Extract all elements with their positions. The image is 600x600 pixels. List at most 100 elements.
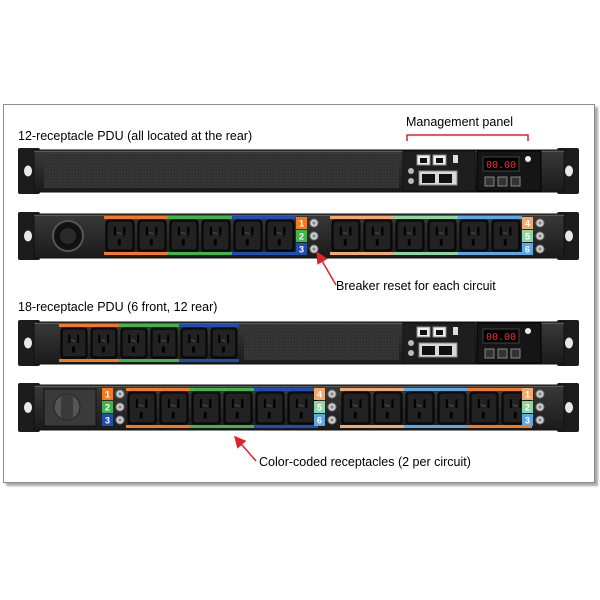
outlet-detail: [471, 231, 476, 235]
circuit-label: [522, 243, 533, 255]
color-band-bottom: [59, 359, 89, 362]
breaker-reset-core: [538, 221, 542, 225]
circuit-label: [296, 230, 307, 242]
color-band-top: [362, 216, 394, 219]
circuit-number: 3: [299, 245, 304, 255]
receptacle: [105, 219, 135, 252]
outlet-slot: [145, 226, 148, 236]
color-band-bottom: [362, 252, 394, 255]
outlet-slot: [353, 411, 357, 419]
rj45-slot: [436, 158, 443, 163]
breaker-reset-core: [118, 405, 122, 409]
color-band-top: [468, 388, 500, 391]
circuit-number: 2: [525, 403, 530, 413]
receptacle: [120, 327, 148, 359]
outlet-detail: [171, 404, 176, 407]
outlet-slot: [509, 399, 512, 408]
outlet-slot: [445, 399, 448, 408]
outlet-detail: [203, 404, 208, 407]
color-band-bottom: [458, 252, 490, 255]
color-band-top: [190, 388, 222, 391]
circuit-label: [522, 401, 533, 413]
outlet-slot: [227, 334, 230, 343]
display-readout: 00.00: [486, 160, 516, 171]
nav-button: [510, 176, 521, 187]
outlet-slot: [199, 399, 202, 408]
breaker-reset-core: [538, 392, 542, 396]
outlet-slot: [77, 334, 80, 343]
color-band-top: [404, 388, 436, 391]
circuit-number: 4: [317, 390, 322, 400]
outlet-slot: [149, 239, 153, 246]
ear-hole-right: [565, 165, 573, 177]
receptacle: [491, 219, 521, 252]
outlet-slot: [343, 239, 347, 246]
receptacle: [373, 391, 403, 425]
ethernet-port: [439, 174, 452, 183]
receptacle: [287, 391, 317, 425]
outlet-slot: [155, 226, 158, 236]
outlet-slot: [305, 399, 308, 408]
color-band-bottom: [89, 359, 119, 362]
outlet-detail: [513, 404, 518, 407]
circuit-label: [314, 388, 325, 400]
receptacle: [265, 219, 295, 252]
outlet-slot: [481, 411, 485, 419]
outlet-slot: [161, 346, 165, 353]
breaker-reset-core: [312, 247, 316, 251]
outlet-slot: [423, 399, 426, 408]
receptacle: [255, 391, 285, 425]
vent-panel: [44, 154, 399, 188]
outlet-slot: [107, 334, 110, 343]
circuit-number: 1: [105, 390, 110, 400]
color-band-bottom: [222, 425, 254, 428]
circuit-label: [102, 388, 113, 400]
color-band-top: [340, 388, 372, 391]
outlet-slot: [435, 226, 438, 236]
outlet-slot: [158, 334, 161, 343]
color-band-top: [158, 388, 190, 391]
receptacle: [341, 391, 371, 425]
outlet-bank-left: [104, 216, 296, 255]
color-band-bottom: [254, 425, 286, 428]
outlet-slot: [381, 226, 384, 236]
outlet-slot: [407, 239, 411, 246]
pdu12-front-unit: 00.00: [18, 148, 579, 194]
receptacle: [60, 327, 88, 359]
outlet-slot: [241, 399, 244, 408]
color-band-bottom: [209, 359, 239, 362]
color-band-bottom: [158, 425, 190, 428]
status-led: [408, 350, 414, 356]
outlet-slot: [477, 399, 480, 408]
front-outlet-bank: [59, 324, 239, 362]
outlet-slot: [139, 411, 143, 419]
receptacle: [459, 219, 489, 252]
outlet-slot: [177, 399, 180, 408]
outlet-slot: [197, 334, 200, 343]
management-panel-label: Management panel: [406, 115, 514, 129]
outlet-detail: [149, 231, 154, 235]
circuit-number: 5: [317, 403, 322, 413]
ear-hole-right: [565, 230, 573, 242]
outlet-slot: [177, 226, 180, 236]
receptacle: [210, 327, 238, 359]
outlet-slot: [375, 239, 379, 246]
outlet-slot: [471, 239, 475, 246]
rj45-slot: [420, 330, 427, 335]
outlet-slot: [413, 399, 416, 408]
outlet-bank-right: [340, 388, 532, 428]
outlet-slot: [503, 239, 507, 246]
ethernet-port: [439, 346, 452, 355]
outlet-slot: [117, 239, 121, 246]
outlet-slot: [295, 399, 298, 408]
outlet-slot: [123, 226, 126, 236]
led-display: [482, 156, 520, 172]
color-band-top: [149, 324, 179, 327]
outlet-detail: [245, 231, 250, 235]
outlet-slot: [187, 226, 190, 236]
outlet-slot: [251, 226, 254, 236]
outlet-slot: [245, 239, 249, 246]
receptacle: [405, 391, 435, 425]
outlet-slot: [263, 399, 266, 408]
outlet-slot: [188, 334, 191, 343]
